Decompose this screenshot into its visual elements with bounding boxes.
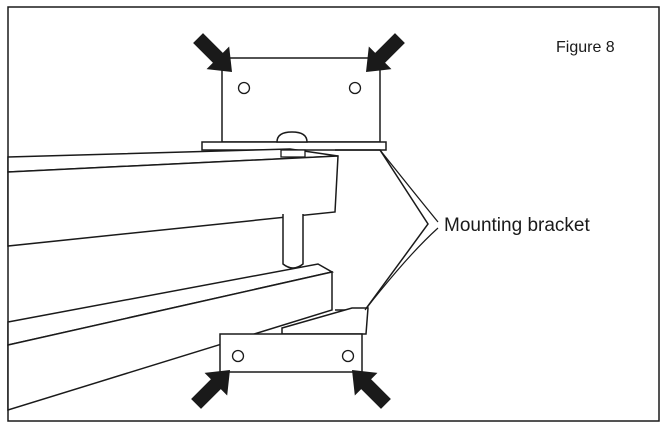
- top-flange: [201, 141, 387, 151]
- arrow-icon: [366, 33, 405, 72]
- callout-leader-lower: [364, 227, 439, 311]
- arrow-icon: [193, 33, 232, 72]
- callout-leader-upper: [379, 149, 439, 223]
- lower-beam-front-face: [7, 271, 333, 412]
- lower-flange: [281, 307, 369, 335]
- bolt-collar: [280, 149, 306, 158]
- bottom-plate-hole-right: [341, 349, 355, 363]
- bottom-plate-hole-left: [231, 349, 245, 363]
- top-plate-hole-left: [237, 81, 251, 95]
- upper-beam-front-face: [7, 155, 339, 247]
- bottom-mounting-plate: [219, 333, 363, 373]
- callout-label: Mounting bracket: [444, 215, 590, 236]
- bolt-shaft: [282, 214, 304, 269]
- arrow-icon: [191, 370, 230, 409]
- figure-label: Figure 8: [556, 39, 615, 56]
- top-plate-hole-right: [348, 81, 362, 95]
- top-mounting-plate: [221, 57, 381, 143]
- arrow-icon: [352, 370, 391, 409]
- bracket-side-outline: [335, 149, 429, 311]
- top-bolt-head: [276, 131, 308, 143]
